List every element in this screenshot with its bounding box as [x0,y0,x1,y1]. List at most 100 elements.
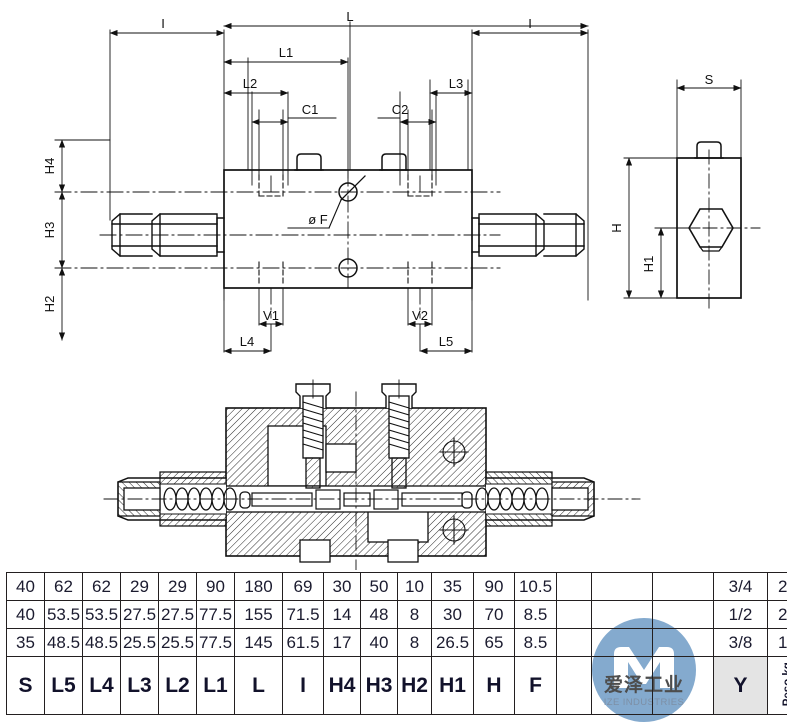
cell-l3: 29 [120,572,159,601]
cell-l3: 25.5 [120,628,159,657]
cell-l1: 77.5 [196,628,235,657]
cell-h1: 35 [431,572,474,601]
cell-l4: 48.5 [82,628,121,657]
cell-l2: 27.5 [158,600,197,629]
cell-l3: 27.5 [120,600,159,629]
table-row: 40 62 62 29 29 90 180 69 30 50 10 35 90 … [6,572,787,601]
dim-label-H: H [609,223,624,232]
cell-blank3 [652,572,714,601]
dim-label-S: S [705,72,714,87]
header-blank2 [591,656,653,715]
cell-blank1 [556,572,592,601]
technical-drawing: I L I L1 L2 L3 C1 C2 V1 V2 L4 L5 S ø F H… [42,9,761,570]
dim-label-L2: L2 [243,76,257,91]
cell-y: 3/4 [713,572,768,601]
dim-label-C1: C1 [302,102,319,117]
dim-label-L: L [346,9,353,24]
cell-blank2 [591,628,653,657]
dim-label-L4: L4 [240,334,254,349]
header-h1: H1 [431,656,474,715]
header-h4: H4 [323,656,361,715]
header-h2: H2 [397,656,432,715]
cell-l2: 29 [158,572,197,601]
cell-h: 65 [473,628,515,657]
cell-h2: 8 [397,600,432,629]
cell-l1: 77.5 [196,600,235,629]
table-row: 35 48.5 48.5 25.5 25.5 77.5 145 61.5 17 … [6,628,787,657]
cell-blank2 [591,600,653,629]
cell-i: 61.5 [282,628,324,657]
cell-i: 71.5 [282,600,324,629]
cell-blank1 [556,628,592,657]
header-l: L [234,656,283,715]
dim-label-H1: H1 [641,256,656,273]
cell-l2: 25.5 [158,628,197,657]
cell-f: 8.5 [514,600,557,629]
header-weight-label: Peso kg Weight kg [782,657,787,712]
dim-label-diameter-F: ø F [308,212,328,227]
cell-l5: 53.5 [44,600,83,629]
cell-f: 10.5 [514,572,557,601]
cell-s: 40 [6,600,45,629]
header-l3: L3 [120,656,159,715]
cell-s: 35 [6,628,45,657]
cell-blank1 [556,600,592,629]
cell-h3: 50 [360,572,398,601]
cell-y: 3/8 [713,628,768,657]
cell-h: 70 [473,600,515,629]
cell-l1: 90 [196,572,235,601]
header-h3: H3 [360,656,398,715]
header-s: S [6,656,45,715]
header-blank3 [652,656,714,715]
dim-label-L3: L3 [449,76,463,91]
header-f: F [514,656,557,715]
cell-l: 180 [234,572,283,601]
header-weight-line1: Peso kg [782,662,787,707]
header-weight: Peso kg Weight kg [767,656,787,715]
cell-y: 1/2 [713,600,768,629]
dim-label-L5: L5 [439,334,453,349]
header-l4: L4 [82,656,121,715]
dim-label-V1: V1 [263,308,279,323]
header-l5: L5 [44,656,83,715]
dim-label-C2: C2 [392,102,409,117]
cell-l: 155 [234,600,283,629]
header-i: I [282,656,324,715]
table-row: 40 53.5 53.5 27.5 27.5 77.5 155 71.5 14 … [6,600,787,629]
cell-i: 69 [282,572,324,601]
cell-l4: 53.5 [82,600,121,629]
cell-h3: 48 [360,600,398,629]
dim-label-I-right: I [528,16,532,31]
cell-l5: 48.5 [44,628,83,657]
cell-h1: 26.5 [431,628,474,657]
header-l2: L2 [158,656,197,715]
header-h: H [473,656,515,715]
cell-h1: 30 [431,600,474,629]
header-blank1 [556,656,592,715]
header-l1: L1 [196,656,235,715]
dim-label-H3: H3 [42,222,57,239]
table-header-row: S L5 L4 L3 L2 L1 L I H4 H3 H2 H1 H F Y [6,656,787,715]
cell-blank3 [652,628,714,657]
dim-label-V2: V2 [412,308,428,323]
cell-s: 40 [6,572,45,601]
cell-weight: 1.45 [767,628,787,657]
header-y: Y [713,656,768,715]
cell-weight: 2.60 [767,572,787,601]
cell-f: 8.5 [514,628,557,657]
cell-weight: 2.10 [767,600,787,629]
cell-h2: 8 [397,628,432,657]
cell-l4: 62 [82,572,121,601]
specification-table: 40 62 62 29 29 90 180 69 30 50 10 35 90 … [6,572,787,715]
dim-label-I-left: I [161,16,165,31]
cell-h2: 10 [397,572,432,601]
dim-label-H2: H2 [42,296,57,313]
cell-blank3 [652,600,714,629]
dim-label-H4: H4 [42,158,57,175]
dim-label-L1: L1 [279,45,293,60]
cell-l5: 62 [44,572,83,601]
cell-h4: 30 [323,572,361,601]
cell-h4: 14 [323,600,361,629]
cell-h3: 40 [360,628,398,657]
